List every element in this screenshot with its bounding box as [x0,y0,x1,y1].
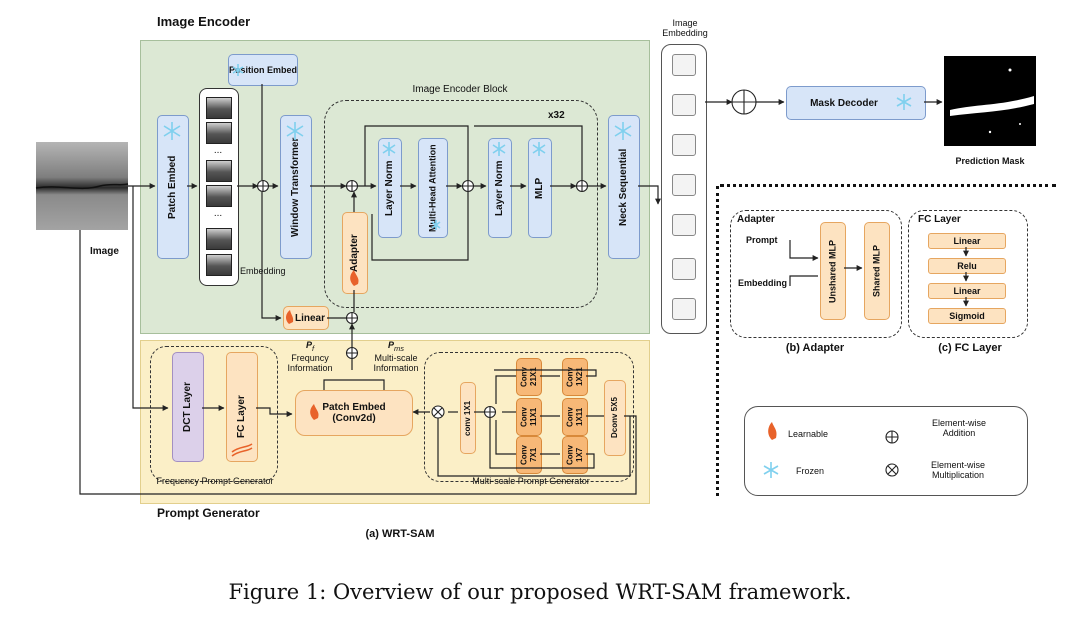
caption-a: (a) WRT-SAM [365,528,435,540]
patch-tile [206,122,232,144]
multiscale-prompt-title: Multi-scale Prompt Generator [472,476,590,486]
fc-layer-linear-1: Linear [928,233,1006,249]
embedding-cell [672,54,696,76]
embedding-cell [672,94,696,116]
encoder-block-frame [324,100,598,308]
learnable-icons [231,270,777,457]
adapter-detail-frame [730,210,902,338]
position-embed-block: Position Embed [228,54,298,86]
patch-ellipsis: ... [213,208,223,219]
mask-crack [950,68,1034,134]
fc-layer-relu: Relu [928,258,1006,274]
patch-tile [206,228,232,250]
embedding-cell [672,258,696,280]
separator-vertical [716,186,719,496]
fc-detail-title: FC Layer [918,214,961,225]
patch-tile [206,160,232,182]
pf-label: Pf Frequncy Information [287,340,333,373]
multiscale-prompt-frame [424,352,634,482]
patch-tile [206,254,232,276]
fc-layer-linear-2: Linear [928,283,1006,299]
input-image-label: Image [90,246,119,257]
embedding-label: Embedding [240,266,286,276]
adapter-embedding-label: Embedding [738,278,787,288]
pms-label: Pms Multi-scale Information [373,340,419,373]
input-image [36,142,128,230]
legend-frozen: Frozen [796,466,825,476]
image-encoder-title: Image Encoder [157,14,251,29]
addition-operators [256,89,899,444]
fc-layer-sigmoid: Sigmoid [928,308,1006,324]
repeat-count: x32 [548,110,565,121]
embedding-cell [672,174,696,196]
adapter-detail-title: Adapter [737,214,775,225]
legend-box [744,406,1028,496]
fc-detail-frame [908,210,1028,338]
prompt-generator-title: Prompt Generator [157,506,260,520]
input-crack [35,183,129,190]
embedding-cell [672,214,696,236]
embedding-cell [672,134,696,156]
figure-caption: Figure 1: Overview of our proposed WRT-S… [228,580,852,604]
patch-tile [206,185,232,207]
frequency-prompt-title: Frequency Prompt Generator [156,476,274,486]
image-embedding-label: Image Embedding [662,18,708,38]
legend-learnable: Learnable [788,429,829,439]
patch-ellipsis: ... [213,145,223,156]
adapter-caption: (b) Adapter [785,342,845,354]
encoder-block-title: Image Encoder Block [412,84,508,95]
embedding-cell [672,298,696,320]
separator-horizontal [720,184,1056,187]
legend-multiplication: Element-wise Multiplication [930,460,986,480]
prediction-mask-label: Prediction Mask [955,156,1025,166]
adapter-prompt-label: Prompt [746,235,778,245]
fc-caption: (c) FC Layer [938,342,1002,354]
frozen-icons [163,64,912,478]
multiplication-operators [431,405,899,477]
legend-addition: Element-wise Addition [931,418,987,438]
patch-tile [206,97,232,119]
